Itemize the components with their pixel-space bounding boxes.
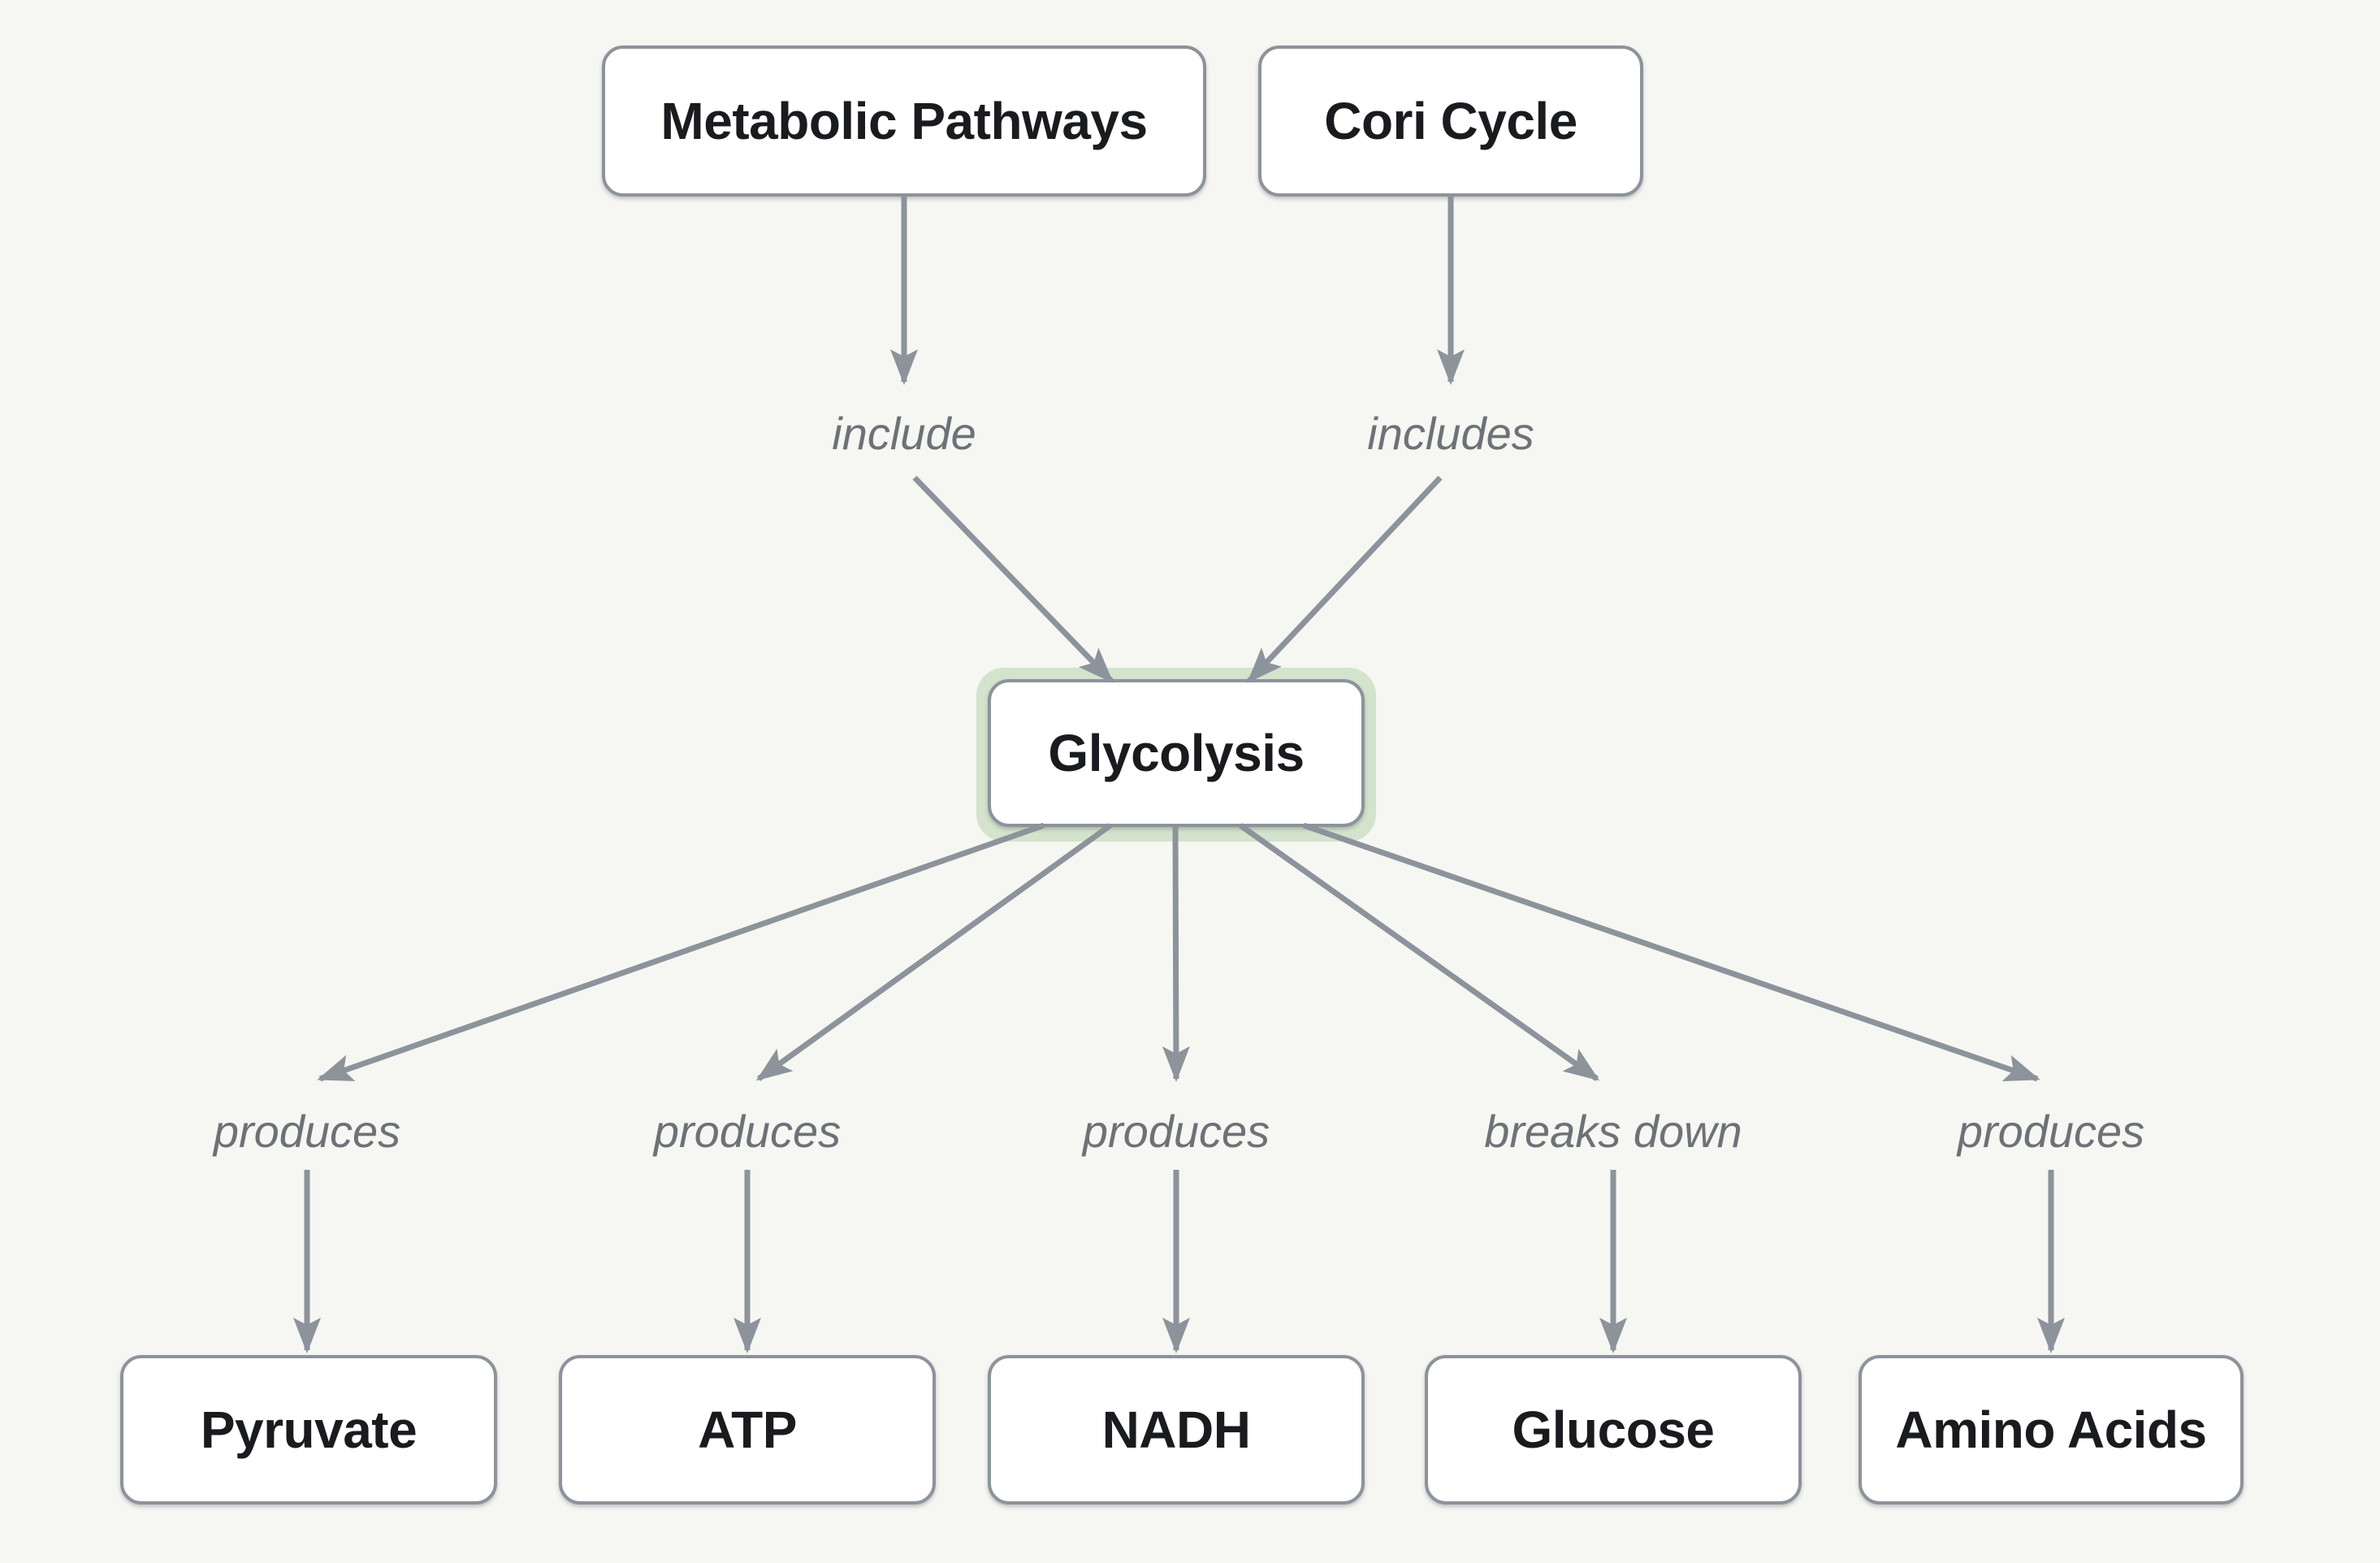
edge-label-include: include <box>832 408 976 459</box>
node-metabolic-pathways[interactable]: Metabolic Pathways <box>602 45 1206 197</box>
node-nadh[interactable]: NADH <box>988 1355 1365 1505</box>
edge-label-produces-amino-acids: produces <box>1956 1106 2144 1157</box>
node-atp[interactable]: ATP <box>559 1355 936 1505</box>
edge-glycolysis-amino-segment1 <box>1302 822 2040 1082</box>
node-glucose[interactable]: Glucose <box>1425 1355 1802 1505</box>
edge-glycolysis-glucose-segment1 <box>1238 823 1600 1081</box>
node-box <box>120 1355 497 1505</box>
node-box <box>1258 45 1643 197</box>
edge-label-produces-nadh: produces <box>1081 1106 1270 1157</box>
node-cori-cycle[interactable]: Cori Cycle <box>1258 45 1643 197</box>
edge-glycolysis-nadh-segment1 <box>1162 825 1190 1082</box>
node-label-pyruvate: Pyruvate <box>201 1401 417 1459</box>
node-label-amino-acids: Amino Acids <box>1895 1401 2206 1459</box>
edge-label-includes: includes <box>1367 408 1534 459</box>
node-pyruvate[interactable]: Pyruvate <box>120 1355 497 1505</box>
node-box <box>602 45 1206 197</box>
edge-label-produces-pyruvate: produces <box>212 1106 400 1157</box>
node-label-glycolysis: Glycolysis <box>1048 724 1304 782</box>
node-box <box>1425 1355 1802 1505</box>
edge-cori-includes-segment2 <box>1247 475 1443 683</box>
node-layer: Metabolic Pathways Cori Cycle Glycolysis… <box>120 45 2244 1505</box>
node-box <box>559 1355 936 1505</box>
node-label-cori-cycle: Cori Cycle <box>1324 92 1577 150</box>
edge-label-layer: include includes produces produces produ… <box>212 408 2144 1157</box>
edge-label-produces-atp: produces <box>652 1106 841 1157</box>
node-label-atp: ATP <box>698 1401 797 1459</box>
node-box <box>988 1355 1365 1505</box>
node-label-nadh: NADH <box>1102 1401 1251 1459</box>
node-glycolysis[interactable]: Glycolysis <box>976 668 1376 842</box>
edge-layer <box>293 196 2065 1353</box>
edge-label-breaks-down-glucose: breaks down <box>1484 1106 1742 1157</box>
node-label-metabolic-pathways: Metabolic Pathways <box>660 92 1147 150</box>
node-box <box>1859 1355 2244 1505</box>
edge-glycolysis-pyruvate-segment1 <box>317 822 1045 1082</box>
node-label-glucose: Glucose <box>1512 1401 1714 1459</box>
node-amino-acids[interactable]: Amino Acids <box>1859 1355 2244 1505</box>
edge-metabolic-include-segment2 <box>912 475 1114 683</box>
edge-glycolysis-atp-segment1 <box>755 823 1113 1081</box>
